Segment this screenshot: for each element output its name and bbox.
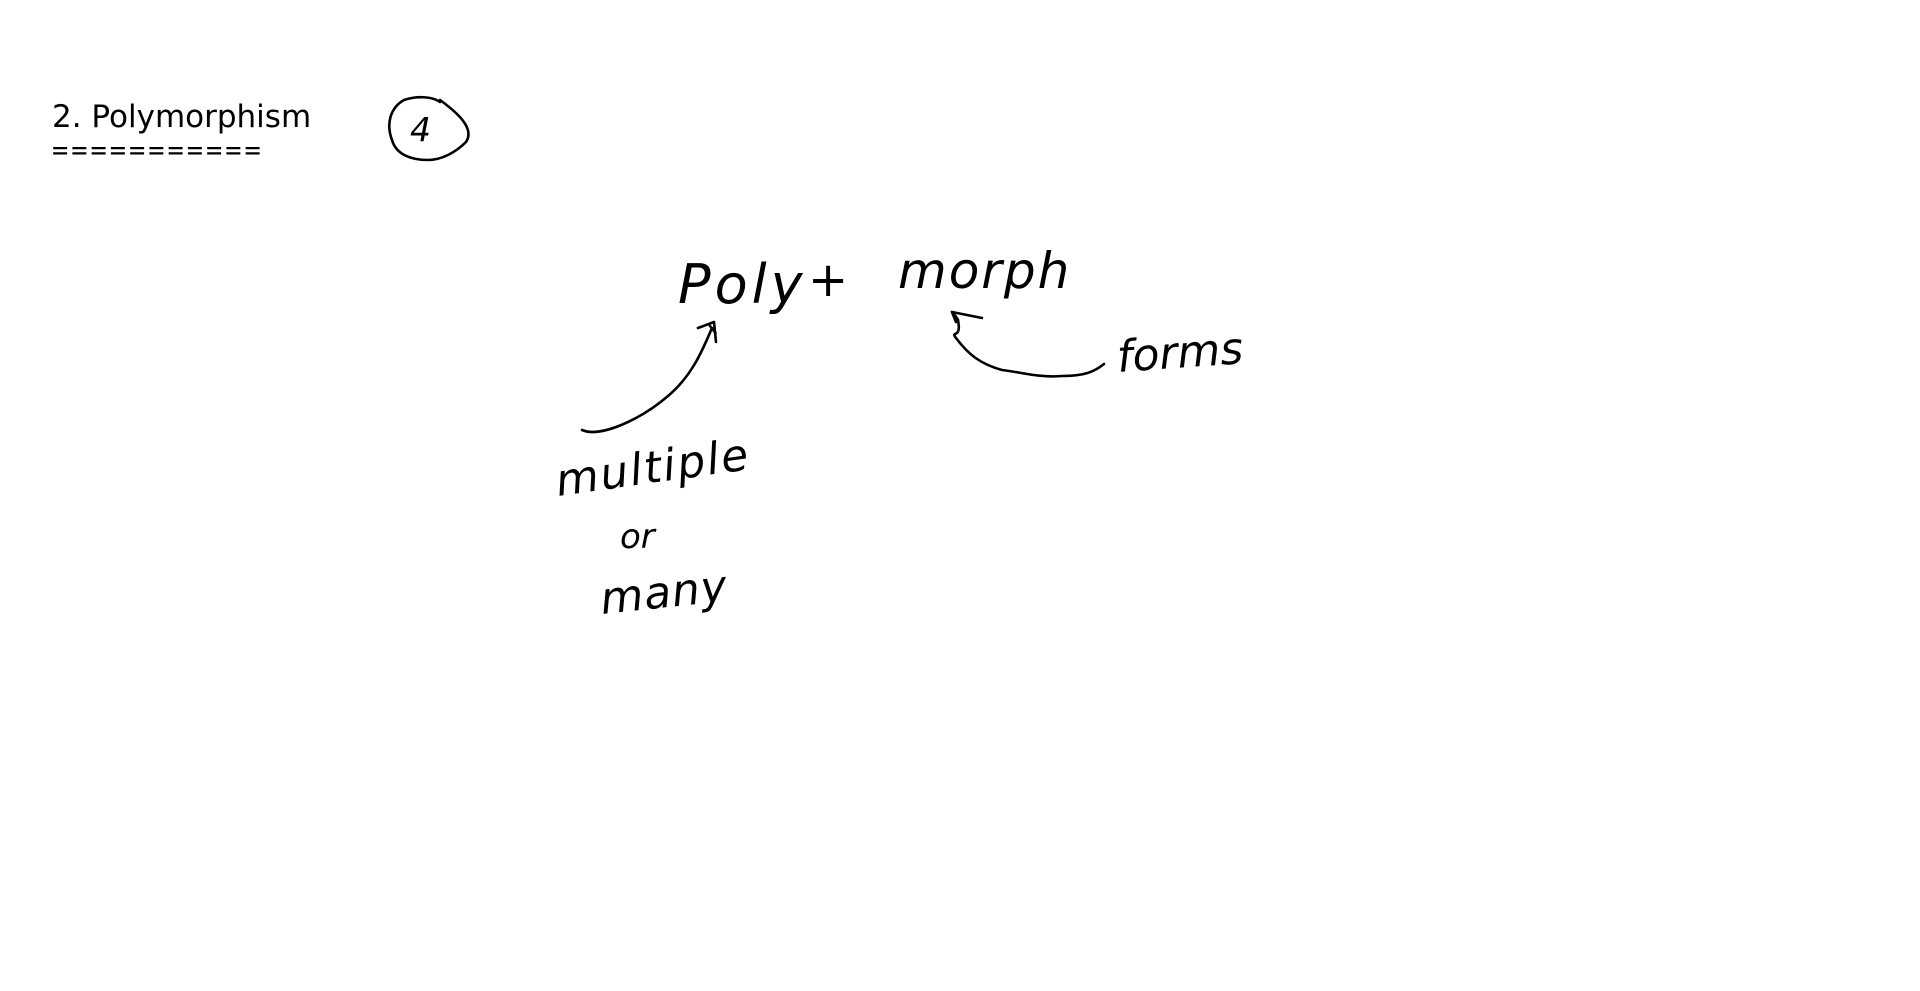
arrow-to-morph: [950, 310, 1106, 378]
morph-meaning: forms: [1115, 323, 1245, 383]
arrow-to-poly: [580, 320, 718, 434]
badge-circle: [388, 95, 470, 162]
poly-meaning-line1: multiple: [552, 429, 753, 507]
arrow-to-morph-head: [950, 310, 984, 324]
plus-sign: +: [808, 252, 848, 308]
word-poly: Poly: [678, 253, 807, 316]
section-badge: 4: [388, 95, 470, 162]
badge-number: 4: [410, 110, 431, 149]
arrow-to-poly-shaft: [580, 324, 717, 434]
poly-meaning-line2: or: [620, 517, 657, 557]
poly-meaning-line3: many: [598, 561, 730, 625]
word-morph: morph: [898, 242, 1071, 300]
section-heading: 2. Polymorphism: [52, 99, 312, 135]
heading-underline: ===========: [52, 135, 264, 166]
arrow-to-morph-shaft: [950, 310, 1106, 378]
arrow-to-poly-head: [696, 320, 718, 344]
